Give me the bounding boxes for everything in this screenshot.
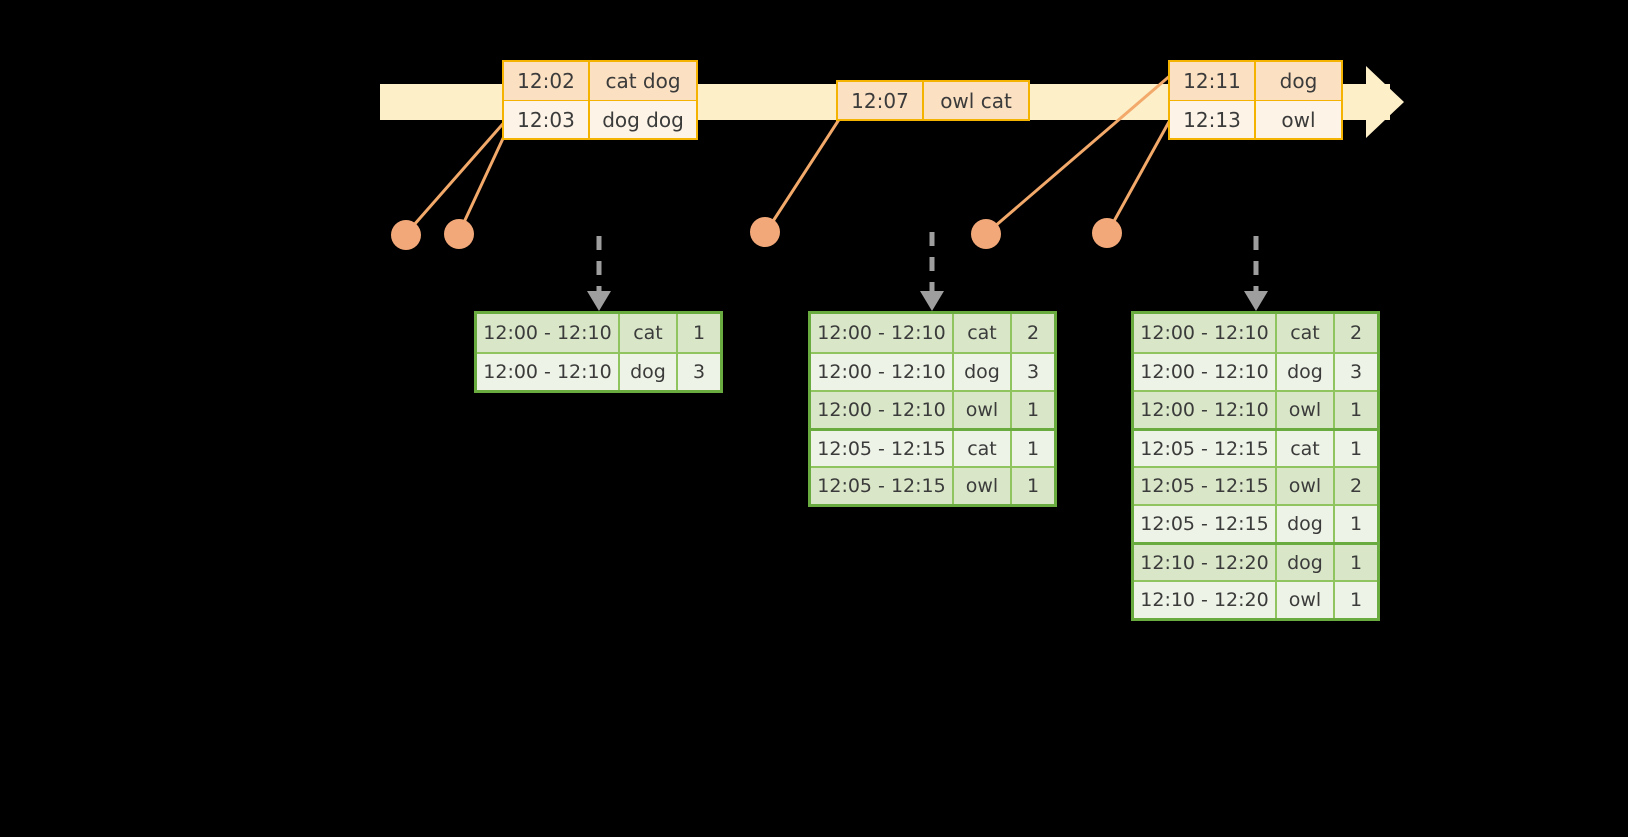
word-cell: dog [1277, 545, 1335, 580]
word-cell: owl [1277, 468, 1335, 504]
window-cell: 12:00 - 12:10 [811, 314, 954, 352]
event-time: 12:13 [1170, 100, 1256, 138]
window-cell: 12:05 - 12:15 [1134, 431, 1277, 466]
event-row[interactable]: 12:07 owl cat [838, 82, 1028, 119]
window-cell: 12:00 - 12:10 [477, 314, 620, 352]
emit-arrow-head-2 [920, 291, 944, 311]
count-cell: 1 [1335, 506, 1377, 542]
event-words: cat dog [590, 62, 696, 100]
event-row[interactable]: 12:03 dog dog [504, 100, 696, 138]
event-time: 12:07 [838, 82, 924, 119]
window-cell: 12:00 - 12:10 [811, 354, 954, 390]
event-dot-4 [971, 219, 1001, 249]
event-row[interactable]: 12:02 cat dog [504, 62, 696, 100]
window-cell: 12:10 - 12:20 [1134, 582, 1277, 618]
word-cell: owl [954, 392, 1012, 428]
count-cell: 3 [678, 354, 720, 390]
event-dot-3 [750, 217, 780, 247]
word-cell: owl [1277, 392, 1335, 428]
word-cell: cat [1277, 431, 1335, 466]
event-group-1[interactable]: 12:02 cat dog 12:03 dog dog [502, 60, 698, 140]
count-cell: 1 [1012, 431, 1054, 466]
connector-line-2 [457, 131, 508, 234]
event-time: 12:02 [504, 62, 590, 100]
emit-arrow-head-1 [587, 291, 611, 311]
event-dot-1 [391, 220, 421, 250]
event-time: 12:03 [504, 100, 590, 138]
count-cell: 3 [1012, 354, 1054, 390]
event-dot-5 [1092, 218, 1122, 248]
count-cell: 2 [1012, 314, 1054, 352]
word-cell: dog [1277, 354, 1335, 390]
event-words: owl cat [924, 82, 1028, 119]
connector-line-1 [404, 117, 510, 235]
window-cell: 12:05 - 12:15 [811, 431, 954, 466]
window-cell: 12:00 - 12:10 [1134, 314, 1277, 352]
count-cell: 1 [1335, 582, 1377, 618]
word-cell: cat [1277, 314, 1335, 352]
word-cell: cat [954, 431, 1012, 466]
count-cell: 2 [1335, 314, 1377, 352]
window-cell: 12:05 - 12:15 [1134, 468, 1277, 504]
event-row[interactable]: 12:13 owl [1170, 100, 1341, 138]
count-cell: 1 [1335, 392, 1377, 428]
connector-line-3 [764, 117, 842, 233]
event-dot-2 [444, 219, 474, 249]
connector-line-5 [1106, 119, 1172, 233]
window-cell: 12:00 - 12:10 [477, 354, 620, 390]
window-cell: 12:05 - 12:15 [1134, 506, 1277, 542]
word-cell: cat [954, 314, 1012, 352]
event-words: dog [1256, 62, 1341, 100]
word-cell: dog [620, 354, 678, 390]
event-group-3[interactable]: 12:11 dog 12:13 owl [1168, 60, 1343, 140]
event-row[interactable]: 12:11 dog [1170, 62, 1341, 100]
count-cell: 3 [1335, 354, 1377, 390]
count-cell: 1 [1335, 545, 1377, 580]
word-cell: cat [620, 314, 678, 352]
event-group-2[interactable]: 12:07 owl cat [836, 80, 1030, 121]
emit-arrow-head-3 [1244, 291, 1268, 311]
window-cell: 12:10 - 12:20 [1134, 545, 1277, 580]
event-time: 12:11 [1170, 62, 1256, 100]
window-cell: 12:00 - 12:10 [1134, 392, 1277, 428]
word-cell: dog [954, 354, 1012, 390]
word-cell: owl [1277, 582, 1335, 618]
window-cell: 12:05 - 12:15 [811, 468, 954, 504]
count-cell: 1 [678, 314, 720, 352]
count-cell: 1 [1012, 468, 1054, 504]
count-cell: 2 [1335, 468, 1377, 504]
word-cell: owl [954, 468, 1012, 504]
window-cell: 12:00 - 12:10 [1134, 354, 1277, 390]
event-words: dog dog [590, 100, 696, 138]
count-cell: 1 [1335, 431, 1377, 466]
count-cell: 1 [1012, 392, 1054, 428]
word-cell: dog [1277, 506, 1335, 542]
window-cell: 12:00 - 12:10 [811, 392, 954, 428]
event-words: owl [1256, 100, 1341, 138]
